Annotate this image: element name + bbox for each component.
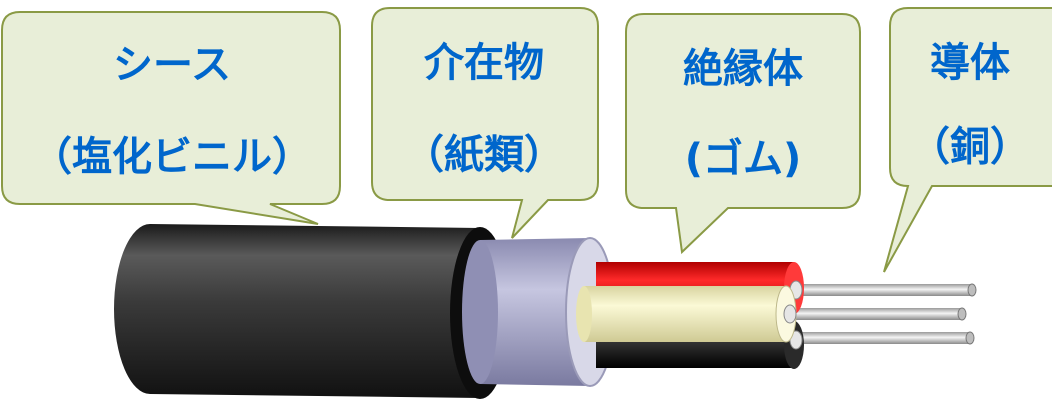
cable-illustration <box>114 224 977 399</box>
callout-filler: 介在物 （紙類） <box>371 7 599 239</box>
conductor-wire-top <box>800 283 977 297</box>
callout-sheath: シース （塩化ビニル） <box>1 11 341 225</box>
callout-insulator-subtitle: (ゴム) <box>685 136 802 182</box>
callout-insulator: 絶縁体 (ゴム) <box>625 13 861 255</box>
conductor-wire-bottom <box>800 331 975 345</box>
callout-conductor-subtitle: （銅） <box>910 124 1030 170</box>
callout-conductor: 導体 （銅） <box>883 7 1052 273</box>
conductor-wires <box>792 283 977 345</box>
callout-insulator-bubble <box>625 13 861 255</box>
callout-filler-title: 介在物 <box>424 40 544 86</box>
sheath-layer <box>114 224 510 399</box>
callout-filler-subtitle: （紙類） <box>404 132 564 178</box>
conductor-wire-middle <box>792 307 967 321</box>
callout-conductor-bubble <box>883 7 1052 273</box>
callout-sheath-bubble <box>1 11 341 225</box>
callout-filler-bubble <box>371 7 599 239</box>
insulator-core-cream <box>576 285 797 343</box>
callout-sheath-title: シース <box>113 42 231 88</box>
callout-sheath-subtitle: （塩化ビニル） <box>32 134 312 180</box>
callout-conductor-title: 導体 <box>930 40 1010 86</box>
callout-insulator-title: 絶縁体 <box>683 46 803 92</box>
